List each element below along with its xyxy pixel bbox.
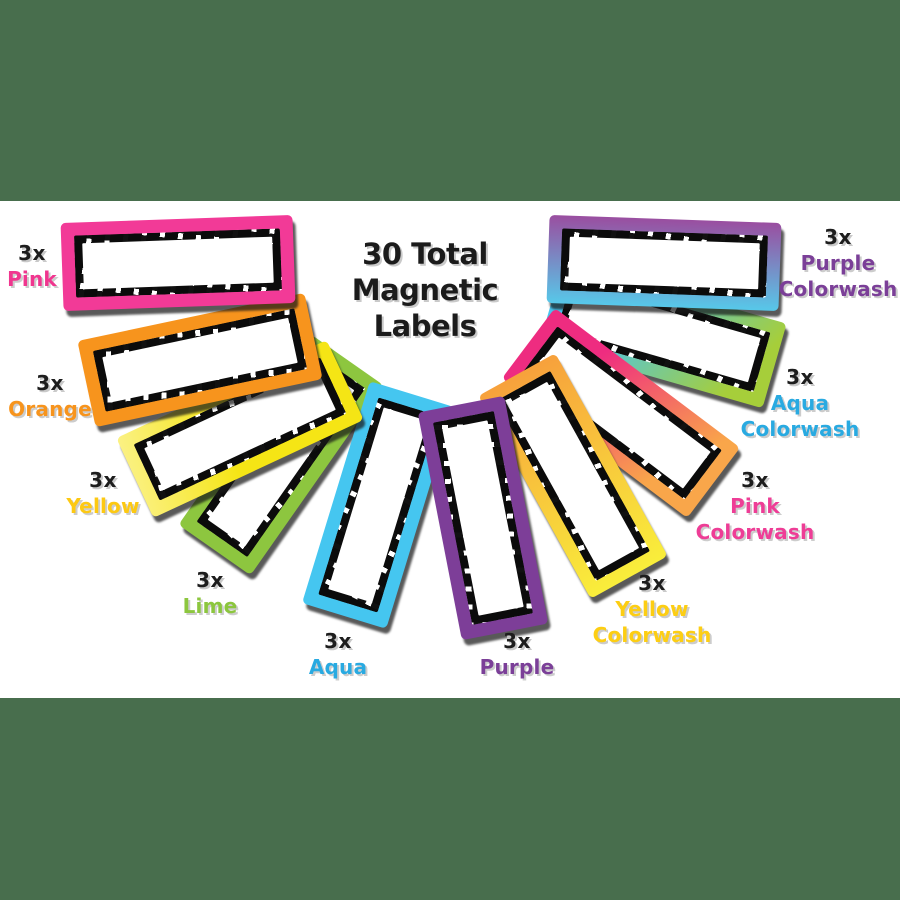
- page-title: 30 Total Magnetic Labels: [285, 236, 565, 344]
- count-yellow: 3x: [89, 468, 117, 492]
- count-aqua: 3x: [324, 629, 352, 653]
- pattern-border: [559, 228, 769, 298]
- count-aqua-colorwash: 3x: [786, 365, 814, 389]
- label-purple: [367, 395, 599, 641]
- caption-pink: 3x Pink: [0, 240, 117, 292]
- name-purple-colorwash: Purple Colorwash: [778, 251, 898, 301]
- caption-orange: 3x Orange: [0, 370, 135, 422]
- name-lime: Lime: [182, 594, 238, 618]
- caption-pink-colorwash: 3x Pink Colorwash: [680, 467, 830, 545]
- count-pink: 3x: [18, 241, 46, 265]
- caption-lime: 3x Lime: [125, 567, 295, 619]
- label-purple-colorwash-frame: [546, 214, 782, 312]
- count-purple: 3x: [503, 629, 531, 653]
- blank-writing-area: [568, 236, 760, 290]
- name-pink-colorwash: Pink Colorwash: [695, 494, 815, 544]
- title-line-3: Labels: [373, 309, 477, 343]
- count-purple-colorwash: 3x: [824, 225, 852, 249]
- caption-yellow-colorwash: 3x Yellow Colorwash: [577, 570, 727, 648]
- name-yellow-colorwash: Yellow Colorwash: [592, 597, 712, 647]
- blank-writing-area: [442, 420, 524, 616]
- title-line-1: 30 Total: [362, 237, 488, 271]
- caption-aqua: 3x Aqua: [253, 628, 423, 680]
- name-aqua: Aqua: [308, 655, 368, 679]
- name-purple: Purple: [479, 655, 555, 679]
- count-lime: 3x: [196, 568, 224, 592]
- name-yellow: Yellow: [66, 494, 140, 518]
- name-pink: Pink: [7, 267, 57, 291]
- label-purple-colorwash: [546, 214, 782, 312]
- caption-purple: 3x Purple: [432, 628, 602, 680]
- count-pink-colorwash: 3x: [741, 468, 769, 492]
- name-orange: Orange: [8, 397, 92, 421]
- caption-purple-colorwash: 3x Purple Colorwash: [763, 224, 900, 302]
- name-aqua-colorwash: Aqua Colorwash: [740, 391, 860, 441]
- caption-yellow: 3x Yellow: [18, 467, 188, 519]
- count-yellow-colorwash: 3x: [638, 571, 666, 595]
- caption-aqua-colorwash: 3x Aqua Colorwash: [725, 364, 875, 442]
- count-orange: 3x: [36, 371, 64, 395]
- title-line-2: Magnetic: [351, 273, 499, 307]
